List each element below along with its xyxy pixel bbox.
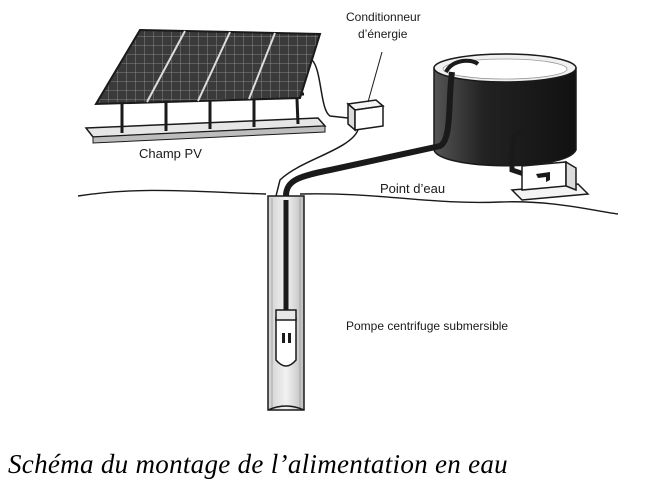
label-conditionneur-line1: Conditionneur (346, 10, 421, 24)
label-champ-pv: Champ PV (139, 146, 202, 161)
outlet-pipe (509, 129, 531, 179)
label-pompe: Pompe centrifuge submersible (346, 319, 508, 333)
water-point (510, 160, 590, 201)
pv-cable (311, 59, 349, 119)
submersible-pump (275, 309, 297, 367)
solar-panel-array (94, 28, 322, 106)
label-point-eau: Point d’eau (380, 181, 445, 196)
delivery-pipe (283, 71, 455, 310)
conditioner-cable (275, 129, 359, 197)
water-tank (433, 53, 577, 167)
label-conditionneur-line2: d’énergie (358, 27, 408, 41)
pv-field (84, 28, 327, 144)
figure-caption: Schéma du montage de l’alimentation en e… (8, 449, 508, 479)
ground-line (77, 189, 619, 215)
solar-pumping-diagram: Conditionneur d’énergie Champ PV Point d… (77, 10, 619, 411)
energy-conditioner (346, 99, 385, 132)
